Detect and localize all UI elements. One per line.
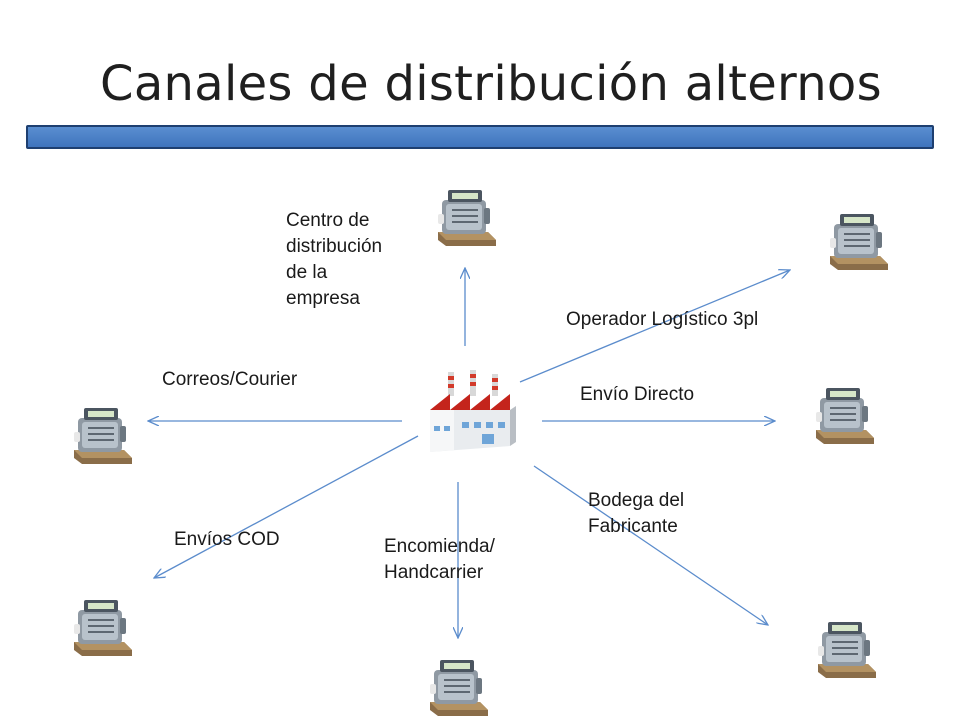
cash-register-icon [818,622,876,678]
label-envios-cod: Envíos COD [174,527,280,553]
label-line: empresa [286,288,360,309]
label-line: Handcarrier [384,562,484,583]
label-line: Envío Directo [580,384,695,405]
label-centro-de-distribucion: Centro de distribución de la empresa [286,208,382,312]
arrow-to-cod [154,435,419,578]
cash-register-icon [74,600,132,656]
cash-register-icon [816,388,874,444]
label-line: Operador Logístico 3pl [566,309,759,330]
label-operador-logistico: Operador Logístico 3pl [566,307,758,333]
label-line: Centro de [286,210,370,231]
label-envio-directo: Envío Directo [580,382,694,408]
label-encomienda-handcarrier: Encomienda/ Handcarrier [384,534,495,586]
label-line: Envíos COD [174,529,280,550]
label-line: distribución [286,236,383,257]
cash-register-icon [830,214,888,270]
slide-title: Canales de distribución alternos [100,56,882,112]
label-line: Encomienda/ [384,536,495,557]
arrow-to-operador [519,270,790,383]
title-underline-bar [26,125,934,149]
label-correos-courier: Correos/Courier [162,367,297,393]
cash-register-icon [430,660,488,716]
label-line: Bodega del [588,490,685,511]
arrow-to-bodega [533,465,768,625]
label-bodega-del-fabricante: Bodega del Fabricante [588,488,684,540]
label-line: de la [286,262,328,283]
label-line: Fabricante [588,516,678,537]
label-line: Correos/Courier [162,369,298,390]
cash-register-icon [74,408,132,464]
factory-icon [430,370,516,452]
cash-register-icon [438,190,496,246]
